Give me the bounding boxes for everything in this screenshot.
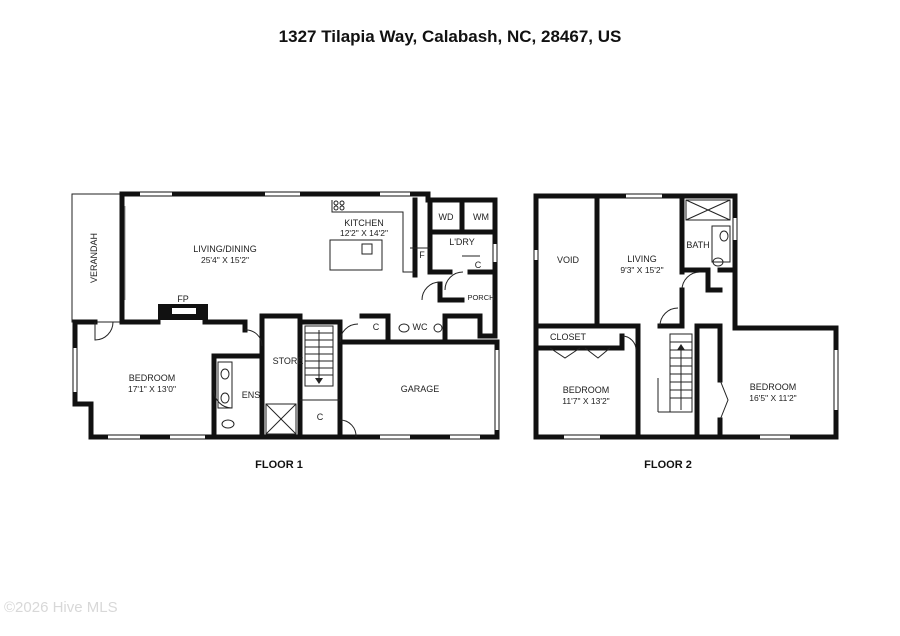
fireplace-label: FP [177,294,189,304]
porch-label: PORCH [467,293,494,302]
kitchen-label: KITCHEN [344,218,384,228]
floor-1-caption: FLOOR 1 [255,459,303,471]
living-dimensions: 9'3" X 15'2" [620,265,663,275]
bedroom-1-dimensions: 17'1" X 13'0" [128,384,176,394]
floor-2-exterior-walls [533,193,839,440]
floor-2-interior-walls [533,193,738,440]
bedroom-3-dimensions: 16'5" X 11'2" [749,393,796,403]
bedroom-3-label: BEDROOM [750,382,797,392]
stair-closet-label: C [317,412,324,422]
bath-label: BATH [686,240,709,250]
floor-2-plan: VOID LIVING 9'3" X 15'2" BATH CLOSET BED… [533,193,839,471]
laundry-closet-label: C [475,260,482,270]
laundry-label: L'DRY [449,237,475,247]
floor-2-caption: FLOOR 2 [644,459,692,471]
bedroom-2-label: BEDROOM [563,385,610,395]
ensuite-label: ENS [242,390,261,400]
washing-machine-label: WM [473,212,489,222]
bedroom-2-dimensions: 11'7" X 13'2" [562,396,609,406]
closet-label: CLOSET [550,332,587,342]
store-label: STORE [273,356,304,366]
verandah-area [71,193,123,323]
kitchen-dimensions: 12'2" X 14'2" [340,228,388,238]
wc-label: WC [413,322,428,332]
property-address: 1327 Tilapia Way, Calabash, NC, 28467, U… [279,27,622,46]
floor-2-stairs [657,333,693,413]
washer-dryer-label: WD [439,212,454,222]
verandah-label: VERANDAH [89,233,99,283]
fridge-label: F [419,250,425,260]
floor-1-interior-walls [119,191,498,440]
void-label: VOID [557,255,580,265]
living-dining-label: LIVING/DINING [193,244,257,254]
bedroom-1-label: BEDROOM [129,373,176,383]
kitchen-island [329,239,383,271]
floor-1-plan: VERANDAH LIVING/DINING 25'4" X 15'2" KIT… [71,191,500,471]
garage-label: GARAGE [401,384,440,394]
living-label: LIVING [627,254,657,264]
watermark-text: ©2026 Hive MLS [4,599,118,616]
floor-1-stairs [300,325,340,401]
hall-closet-label: C [373,322,380,332]
living-dining-dimensions: 25'4" X 15'2" [201,255,249,265]
